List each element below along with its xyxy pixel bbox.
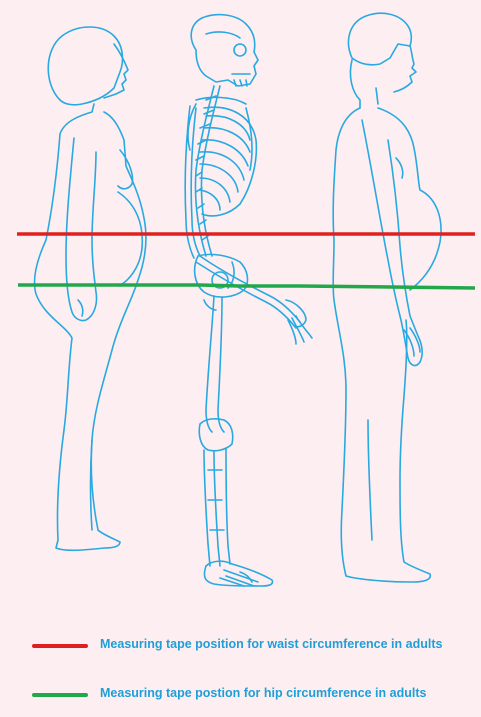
- skeleton-icon: [185, 15, 312, 586]
- legend-hip-label: Measuring tape postion for hip circumfer…: [100, 686, 460, 700]
- tape-lines: [17, 234, 475, 288]
- woman-silhouette-icon: [34, 27, 146, 550]
- legend-waist-label: Measuring tape position for waist circum…: [100, 637, 460, 651]
- hip-swatch: [32, 693, 88, 697]
- waist-swatch: [32, 644, 88, 648]
- measurement-illustration: [0, 0, 481, 620]
- hip-tape-line: [18, 285, 475, 288]
- man-silhouette-icon: [333, 13, 441, 582]
